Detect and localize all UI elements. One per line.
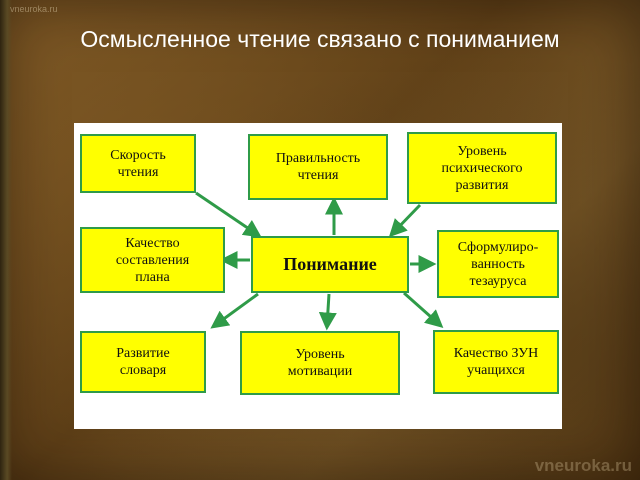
diagram-panel: Скорость чтения Правильность чтения Уров… — [74, 123, 562, 429]
left-edge-strip — [0, 0, 12, 480]
box-motivation: Уровень мотивации — [240, 331, 400, 395]
box-speed: Скорость чтения — [80, 134, 196, 193]
box-plan-quality: Качество составления плана — [80, 227, 225, 293]
box-center-understanding: Понимание — [251, 236, 409, 293]
arrow-center-to-vocabulary — [210, 292, 259, 329]
box-zun-quality: Качество ЗУН учащихся — [433, 330, 559, 394]
arrow-speed-to-center — [195, 191, 262, 238]
box-correctness: Правильность чтения — [248, 134, 388, 200]
box-vocabulary: Развитие словаря — [80, 331, 206, 393]
watermark-top: vneuroka.ru — [10, 4, 58, 14]
arrow-center-to-motivation — [318, 293, 337, 331]
slide-title: Осмысленное чтение связано с пониманием — [80, 26, 560, 52]
watermark-bottom: vneuroka.ru — [534, 456, 632, 475]
arrow-center-to-zun — [403, 291, 444, 328]
arrow-mental-to-center — [388, 203, 422, 238]
diagram-arrows — [195, 191, 444, 331]
box-thesaurus: Сформулиро- ванность тезауруса — [437, 230, 559, 298]
box-mental-level: Уровень психического развития — [407, 132, 557, 204]
